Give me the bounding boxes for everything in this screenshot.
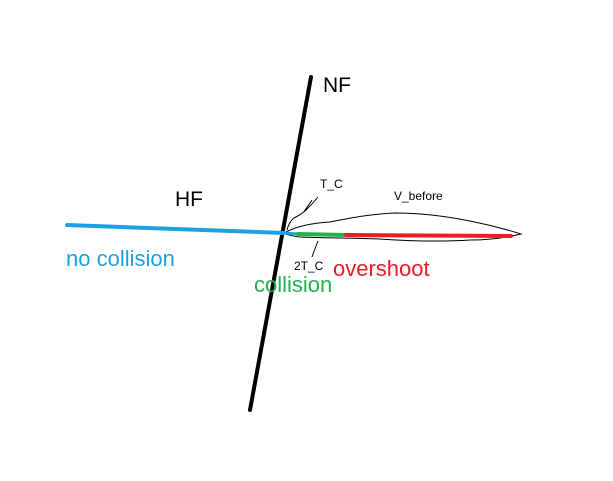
collision-line: [296, 232, 348, 237]
overshoot-label: overshoot: [333, 256, 430, 281]
collision-label: collision: [254, 272, 333, 297]
no-collision-line: [65, 223, 286, 235]
blue-tail-line: [282, 231, 300, 236]
t-c-pointer: [286, 196, 319, 231]
t-c-label: T_C: [320, 177, 343, 191]
nf-line: [248, 75, 313, 412]
nf-label: NF: [323, 74, 351, 97]
two-t-c-label: 2T_C: [294, 259, 324, 273]
no-collision-label: no collision: [66, 246, 175, 271]
hf-label: HF: [175, 188, 203, 211]
overshoot-line: [344, 233, 513, 238]
two-t-c-pointer: [311, 240, 319, 258]
v-before-label: V_before: [394, 189, 443, 203]
v-before-outline: [283, 212, 523, 242]
